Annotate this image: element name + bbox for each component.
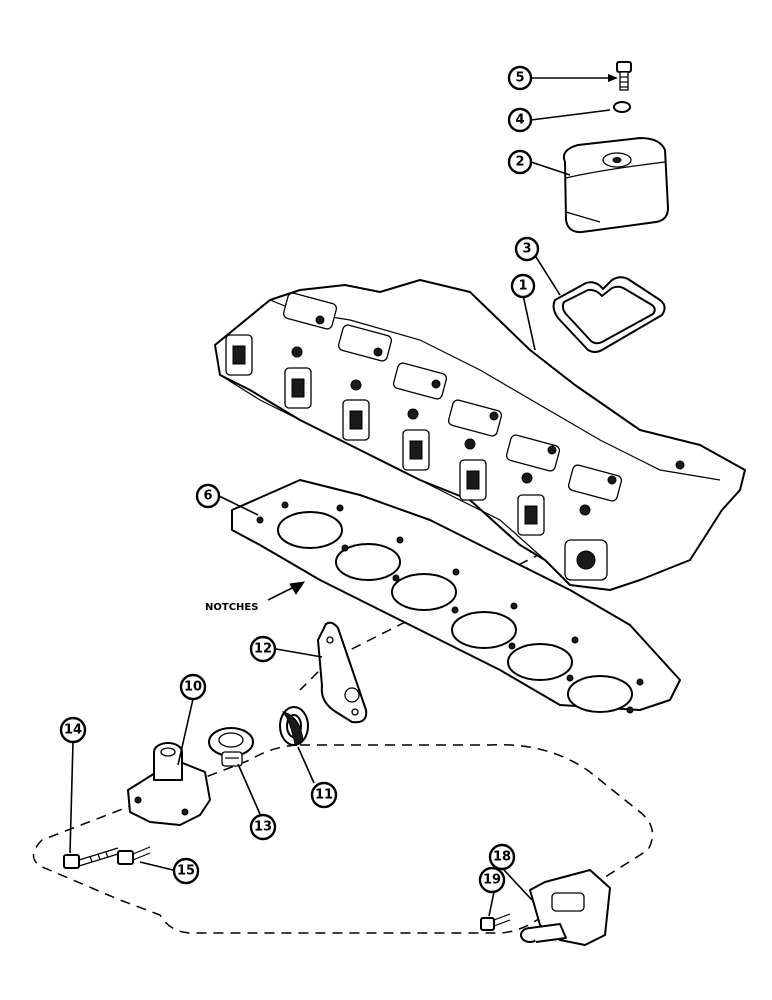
part-2-cover <box>562 137 669 234</box>
gasket-bores <box>277 511 633 713</box>
svg-text:10: 10 <box>184 680 202 695</box>
rocker-bays <box>282 292 623 502</box>
svg-text:11: 11 <box>315 788 333 803</box>
dashed-assembly-boundary <box>32 743 654 934</box>
head-bolt-bosses <box>291 315 685 516</box>
part-14-bolt <box>63 847 119 869</box>
callout-18: 18 <box>488 843 516 871</box>
svg-text:19: 19 <box>483 873 501 888</box>
callout-10: 10 <box>179 673 207 701</box>
svg-text:13: 13 <box>254 820 272 835</box>
part-13-thermostat <box>208 727 254 767</box>
part-1-cylinder-head <box>214 279 746 591</box>
part-18-bracket <box>520 869 611 946</box>
callout-15: 15 <box>172 857 200 885</box>
callout-2: 2 <box>507 149 533 175</box>
callout-1: 1 <box>510 273 536 299</box>
part-10-thermostat-housing <box>127 742 211 826</box>
callout-12: 12 <box>249 635 277 663</box>
part-4-o-ring <box>613 101 631 113</box>
callout-14: 14 <box>59 716 87 744</box>
part-3-cover-gasket <box>552 276 666 353</box>
callout-11: 11 <box>310 781 338 809</box>
callout-3: 3 <box>514 236 540 262</box>
part-6-head-gasket <box>231 479 681 714</box>
svg-text:14: 14 <box>64 723 82 738</box>
part-12-flange-plate <box>317 621 368 724</box>
svg-text:3: 3 <box>522 242 531 257</box>
part-15-bolt <box>117 846 151 865</box>
callout-6: 6 <box>195 483 221 509</box>
callout-4: 4 <box>507 107 533 133</box>
svg-text:15: 15 <box>177 864 195 879</box>
svg-text:18: 18 <box>493 850 511 865</box>
svg-text:1: 1 <box>518 279 527 294</box>
svg-text:4: 4 <box>515 113 524 128</box>
notches-arrow <box>267 581 306 601</box>
notches-label: NOTCHES <box>205 602 258 613</box>
svg-text:12: 12 <box>254 642 272 657</box>
exhaust-ports <box>225 334 545 536</box>
svg-text:6: 6 <box>203 489 212 504</box>
part-11-seal <box>279 706 309 746</box>
gasket-holes <box>256 501 644 714</box>
callout-13: 13 <box>249 813 277 841</box>
callout-5: 5 <box>507 65 533 91</box>
part-19-bolt <box>480 913 511 931</box>
callout-19: 19 <box>478 866 506 894</box>
leader-lines <box>69 74 618 917</box>
svg-text:5: 5 <box>515 71 524 86</box>
part-5-bolt <box>616 61 632 91</box>
svg-text:2: 2 <box>515 155 524 170</box>
